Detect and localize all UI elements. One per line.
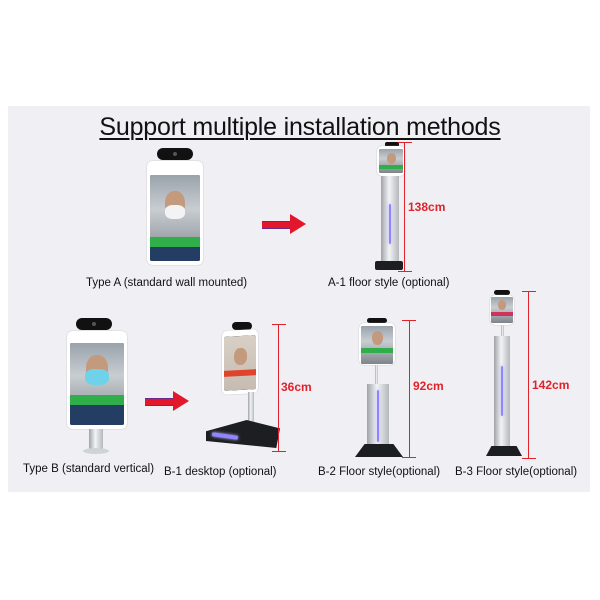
device-tablet xyxy=(222,329,258,395)
dimension-line xyxy=(528,291,529,459)
camera-bar xyxy=(76,318,112,330)
dimension-line xyxy=(404,142,405,272)
right-arrow-icon xyxy=(145,391,191,411)
camera-lens-icon xyxy=(173,152,177,156)
camera-lens-icon xyxy=(92,322,96,326)
led-strip xyxy=(501,366,503,416)
desktop-pole xyxy=(248,392,254,424)
floor-stand-base xyxy=(355,444,403,457)
product-label-b-3: B-3 Floor style(optional) xyxy=(455,466,578,478)
height-label-b-2: 92cm xyxy=(413,379,444,393)
camera-bar xyxy=(494,290,510,295)
product-label-b-2: B-2 Floor style(optional) xyxy=(318,466,441,478)
device-screen xyxy=(150,175,200,261)
product-label-b-1: B-1 desktop (optional) xyxy=(164,466,277,478)
product-b-2 xyxy=(355,318,405,458)
product-b-3 xyxy=(484,290,524,460)
product-label-type-b: Type B (standard vertical) xyxy=(23,463,155,475)
product-b-1 xyxy=(202,322,282,457)
led-strip xyxy=(377,390,379,442)
product-a-1 xyxy=(372,142,412,272)
camera-bar xyxy=(157,148,193,160)
device-tablet xyxy=(377,146,405,176)
floor-stand-base xyxy=(486,446,522,456)
right-arrow-icon xyxy=(262,214,308,234)
device-tablet xyxy=(359,323,395,365)
mount-pole xyxy=(89,429,103,451)
product-type-b xyxy=(65,318,135,458)
product-label-a-1: A-1 floor style (optional) xyxy=(328,277,450,289)
product-label-type-a: Type A (standard wall mounted) xyxy=(86,277,248,289)
height-label-b-1: 36cm xyxy=(281,380,312,394)
camera-bar xyxy=(385,142,399,147)
led-strip xyxy=(389,204,391,244)
product-type-a xyxy=(145,148,205,265)
device-tablet xyxy=(67,331,127,429)
page-title: Support multiple installation methods xyxy=(99,113,501,141)
device-tablet xyxy=(490,295,514,325)
dimension-line xyxy=(409,320,410,458)
height-label-a-1: 138cm xyxy=(408,200,446,214)
height-label-b-3: 142cm xyxy=(532,378,570,392)
dimension-line xyxy=(278,324,279,452)
device-screen xyxy=(70,343,124,425)
camera-bar xyxy=(232,322,252,330)
floor-stand-base xyxy=(375,261,403,270)
device-tablet xyxy=(147,161,203,265)
camera-bar xyxy=(367,318,387,323)
